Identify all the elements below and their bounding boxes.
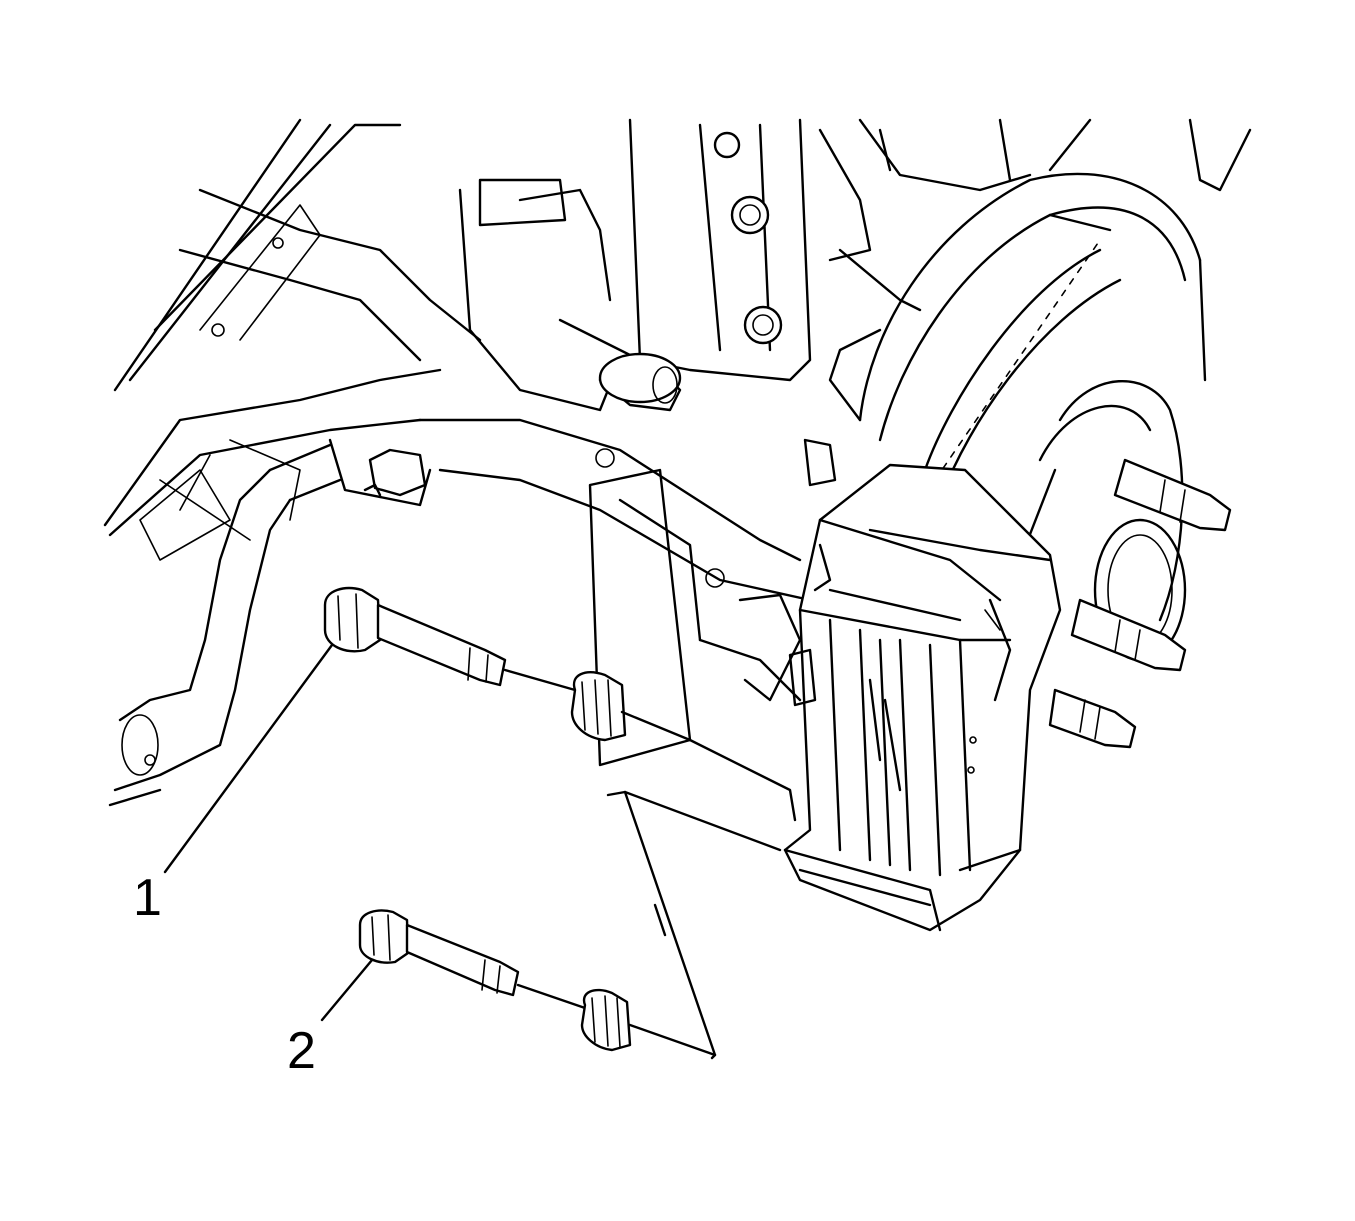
callout-2: 2: [287, 1022, 316, 1080]
upper-suspension: [458, 118, 1252, 422]
guide-pin-bolt-upper: [323, 586, 577, 692]
wheel-stud-middle: [1070, 598, 1187, 672]
stabilizer-bar: [108, 443, 342, 807]
wheel-stud-lower: [1048, 688, 1137, 749]
guide-pin-boot-lower: [580, 988, 717, 1057]
wheel-stud-upper: [1113, 458, 1232, 532]
brake-caliper: [783, 438, 1062, 932]
leader-line-1: [163, 643, 334, 874]
guide-pin-boot-upper: [570, 671, 692, 742]
frame-bolt-left: [328, 438, 432, 507]
brake-rotor: [858, 172, 1207, 502]
body-frame-left: [103, 118, 482, 561]
control-arm: [418, 418, 812, 822]
guide-pin-bolt-lower: [358, 909, 587, 1010]
callout-1: 1: [133, 869, 162, 927]
alignment-lines: [606, 790, 782, 1060]
leader-line-2: [320, 958, 374, 1022]
